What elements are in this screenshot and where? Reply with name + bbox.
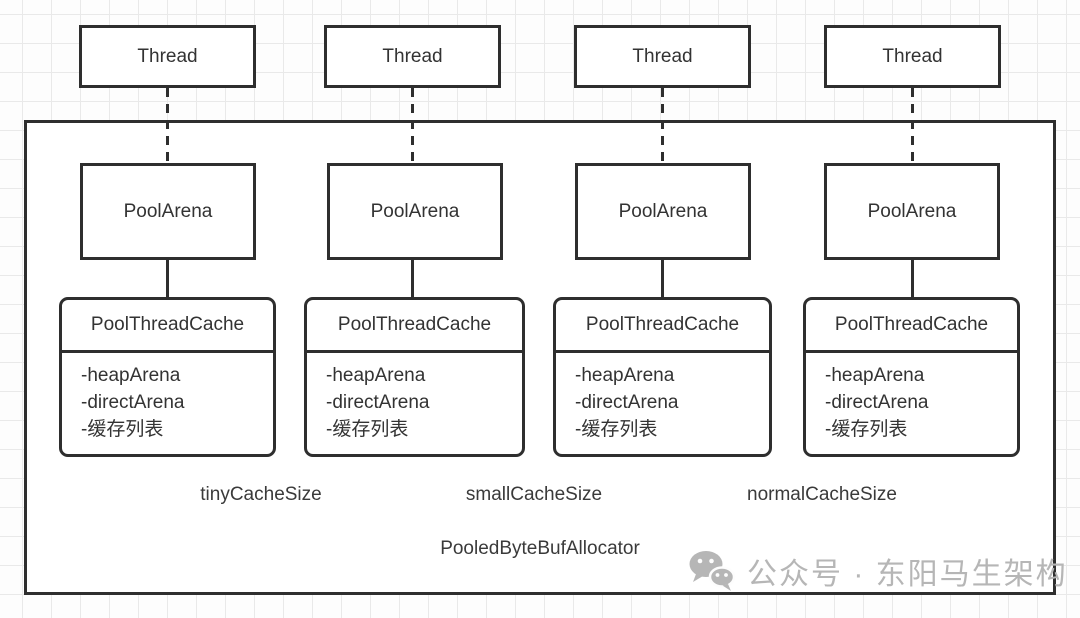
cache-field: -缓存列表 — [825, 419, 908, 440]
label-tiny-cache-size: tinyCacheSize — [200, 484, 322, 505]
thread-box: Thread — [824, 25, 1001, 88]
cache-field: -directArena — [326, 392, 430, 413]
pool-thread-cache-box: PoolThreadCache -heapArena -directArena … — [59, 297, 276, 457]
arena-cache-connector — [911, 260, 914, 297]
thread-arena-connector — [411, 88, 414, 163]
watermark: 公众号 · 东阳马生架构 — [687, 549, 1068, 593]
cache-field: -缓存列表 — [81, 419, 164, 440]
cache-box-title: PoolThreadCache — [556, 300, 769, 353]
pool-thread-cache-box: PoolThreadCache -heapArena -directArena … — [803, 297, 1020, 457]
arena-cache-connector — [411, 260, 414, 297]
cache-field: -heapArena — [326, 365, 426, 386]
cache-field: -heapArena — [81, 365, 181, 386]
thread-arena-connector — [166, 88, 169, 163]
wechat-icon — [687, 549, 737, 593]
allocator-label: PooledByteBufAllocator — [440, 538, 640, 559]
thread-box: Thread — [79, 25, 256, 88]
thread-box: Thread — [574, 25, 751, 88]
watermark-text: 公众号 · 东阳马生架构 — [747, 558, 1068, 591]
arena-cache-connector — [661, 260, 664, 297]
pool-arena-box: PoolArena — [327, 163, 503, 260]
cache-field: -缓存列表 — [326, 419, 409, 440]
arena-cache-connector — [166, 260, 169, 297]
cache-box-title: PoolThreadCache — [806, 300, 1017, 353]
cache-field: -heapArena — [825, 365, 925, 386]
pool-thread-cache-box: PoolThreadCache -heapArena -directArena … — [304, 297, 525, 457]
cache-field: -directArena — [825, 392, 929, 413]
cache-box-title: PoolThreadCache — [62, 300, 273, 353]
thread-arena-connector — [911, 88, 914, 163]
cache-field: -directArena — [575, 392, 679, 413]
label-normal-cache-size: normalCacheSize — [747, 484, 897, 505]
cache-field: -directArena — [81, 392, 185, 413]
pool-arena-box: PoolArena — [824, 163, 1000, 260]
pool-thread-cache-box: PoolThreadCache -heapArena -directArena … — [553, 297, 772, 457]
cache-field: -heapArena — [575, 365, 675, 386]
thread-arena-connector — [661, 88, 664, 163]
pool-arena-box: PoolArena — [80, 163, 256, 260]
label-small-cache-size: smallCacheSize — [465, 484, 603, 505]
cache-field: -缓存列表 — [575, 419, 658, 440]
pool-arena-box: PoolArena — [575, 163, 751, 260]
thread-box: Thread — [324, 25, 501, 88]
cache-box-title: PoolThreadCache — [307, 300, 522, 353]
